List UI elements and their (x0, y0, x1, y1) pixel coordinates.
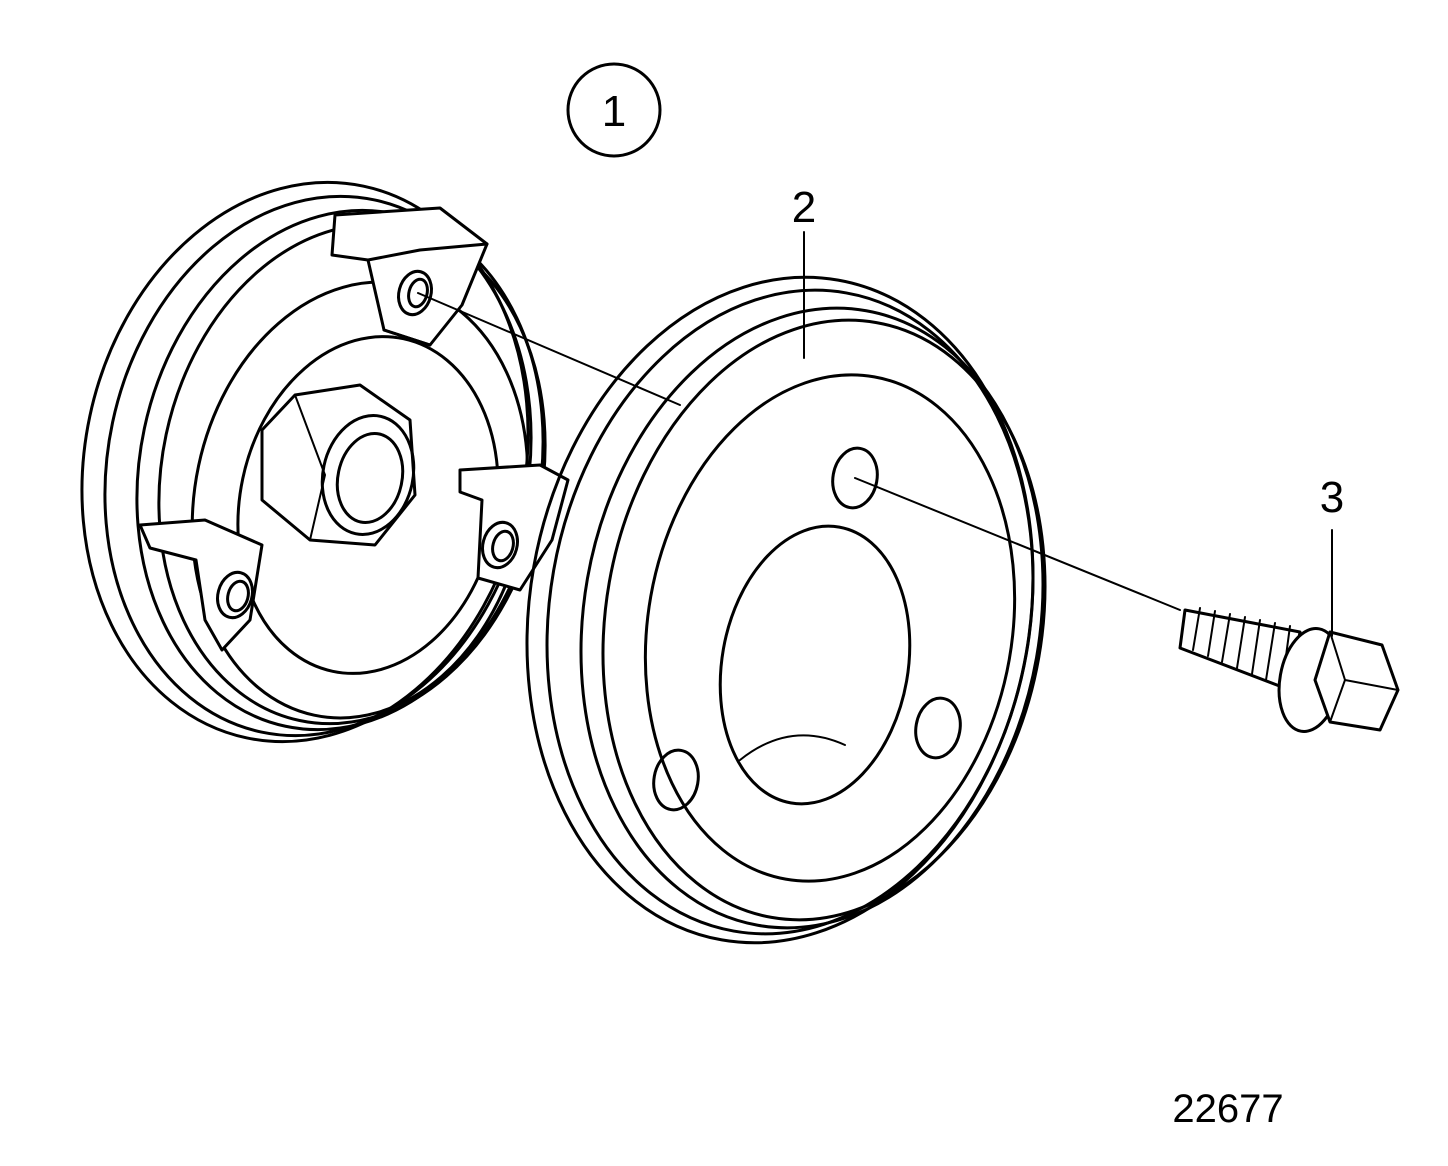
pulley-hub-icon (80, 180, 570, 744)
alignment-line-hub-to-pulley (417, 292, 681, 406)
part-callout-3: 3 (1320, 473, 1344, 522)
flange-bolt-icon (1178, 607, 1400, 733)
part-callout-2: 2 (792, 183, 816, 232)
group-callout-label: 1 (602, 87, 626, 136)
group-callout: 1 (566, 62, 662, 158)
leader-lines (417, 231, 1333, 637)
figure-number: 22677 (1172, 1087, 1283, 1131)
alignment-line-pulley-to-bolt (854, 477, 1181, 611)
callout-circle (566, 62, 662, 158)
pulley-icon (525, 275, 1047, 945)
